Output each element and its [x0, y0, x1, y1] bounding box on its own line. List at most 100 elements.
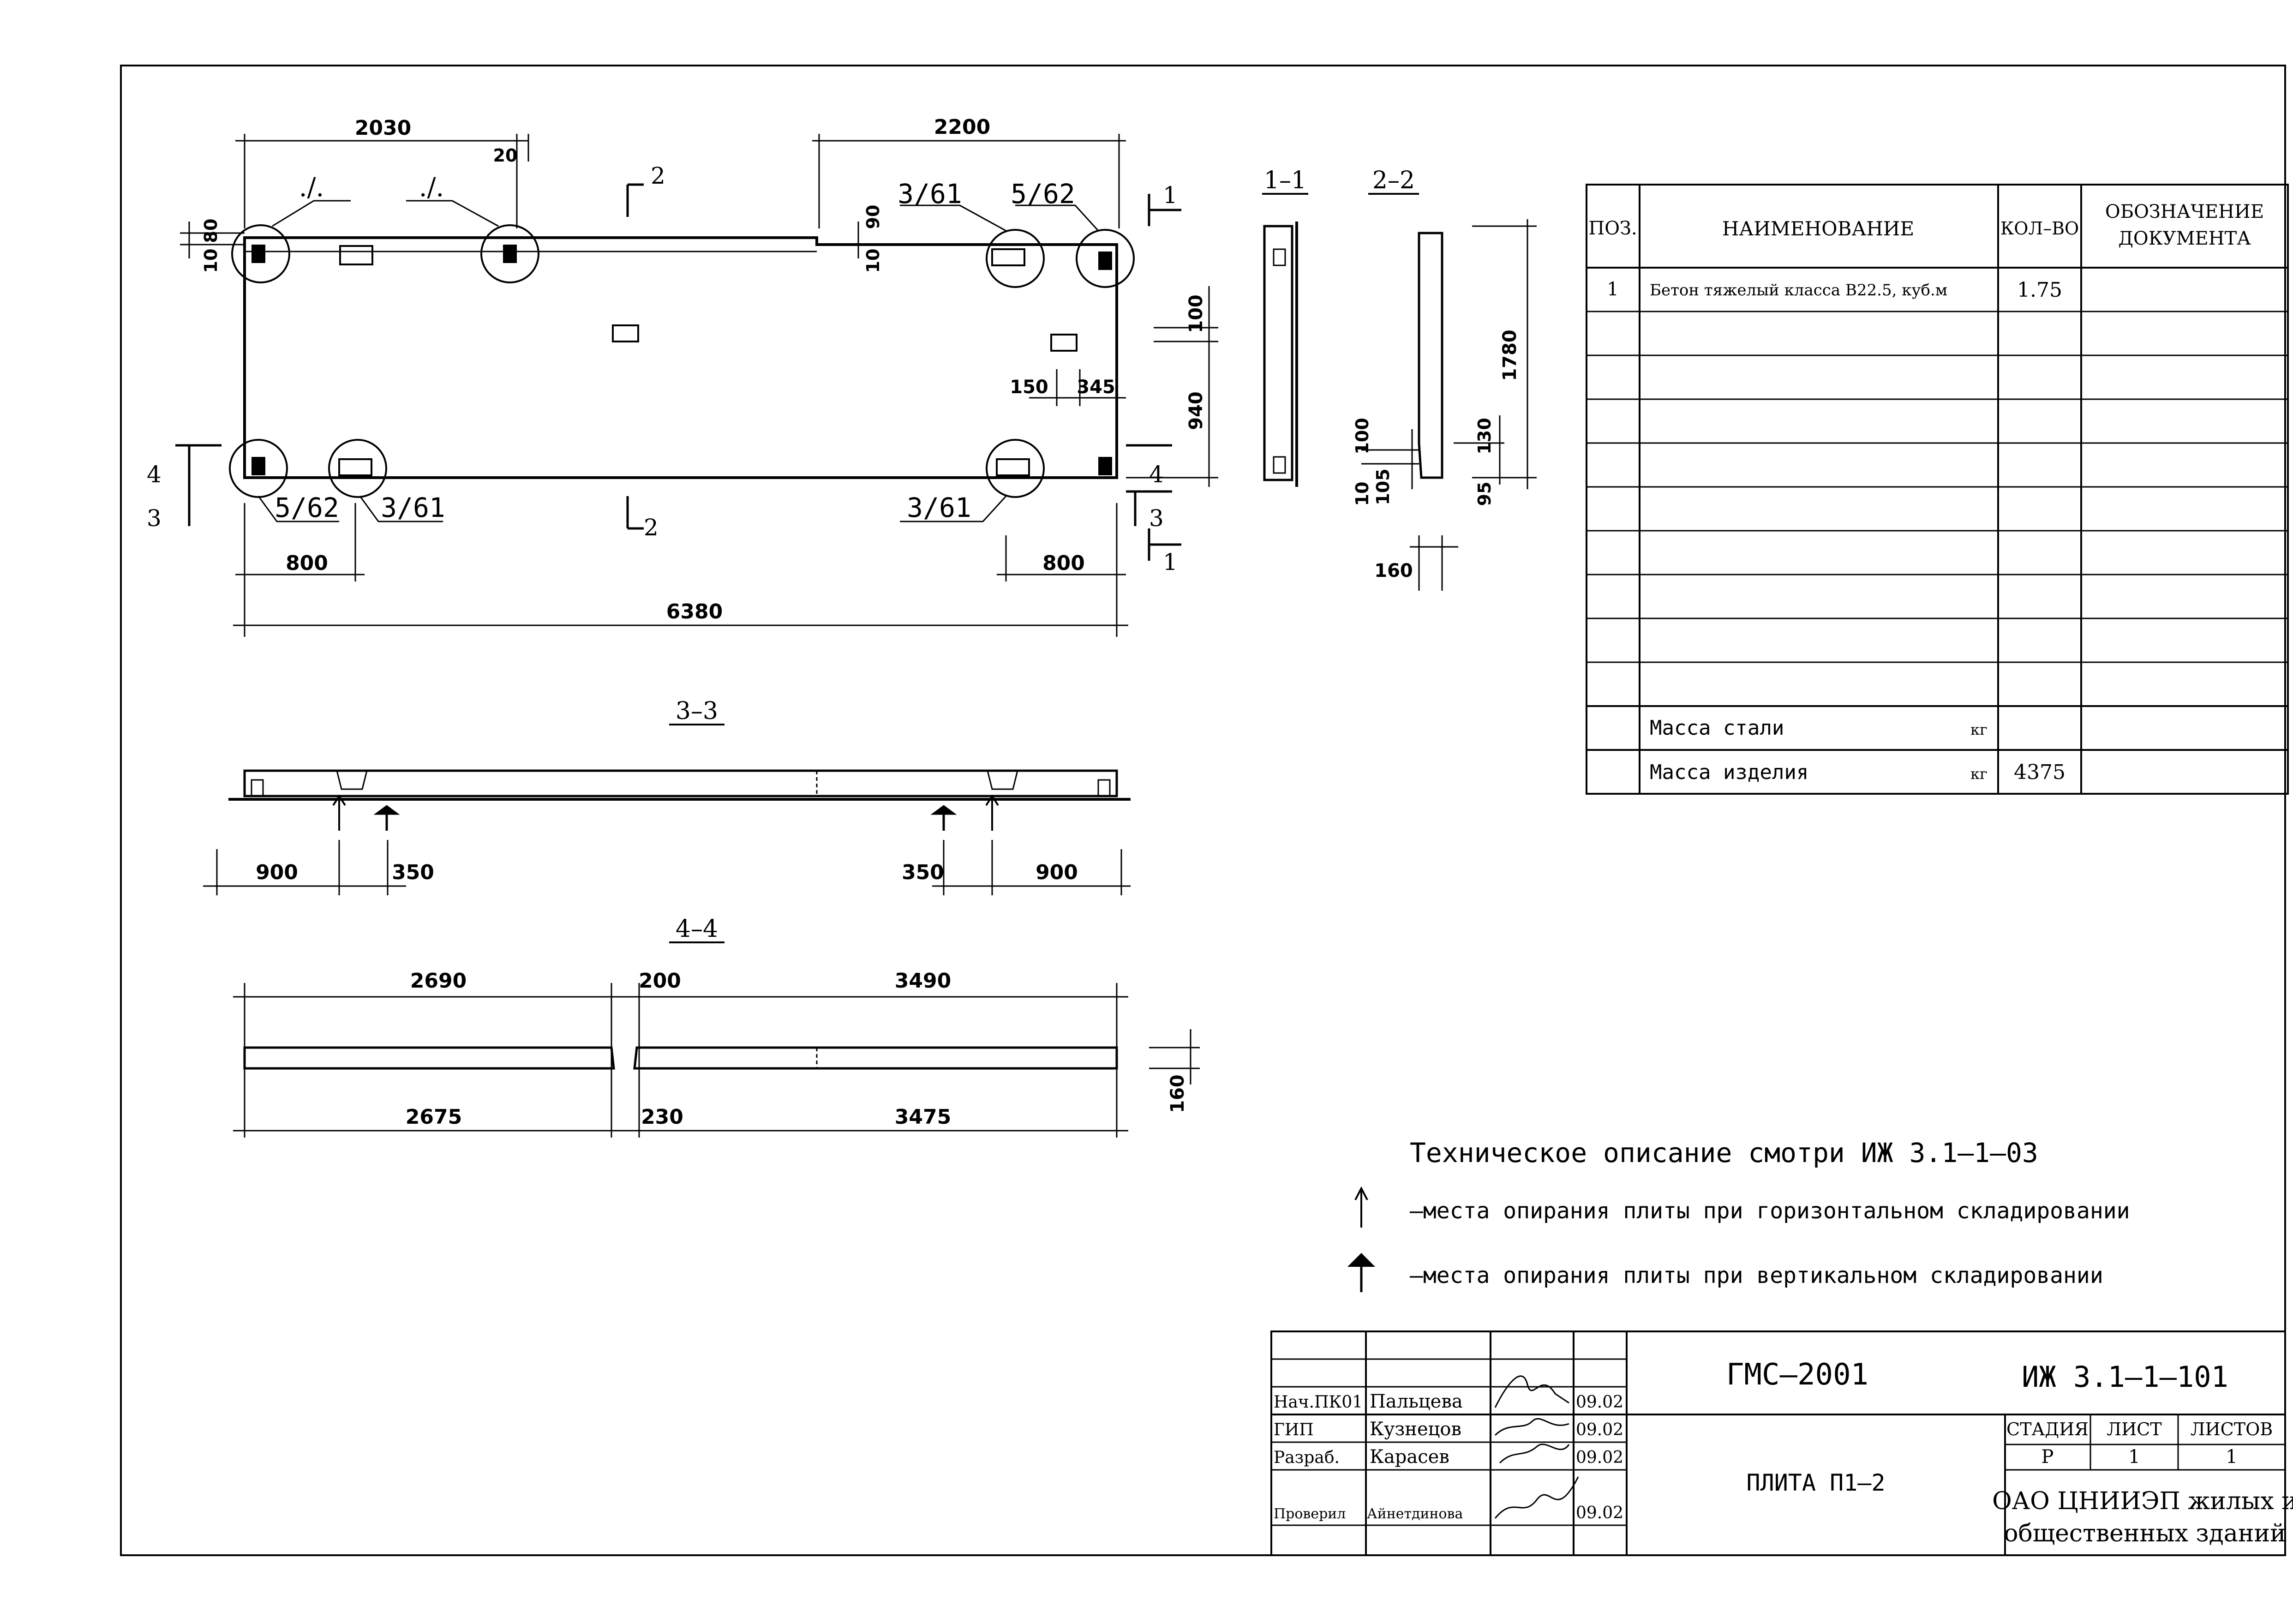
- section-2-top: 2: [651, 162, 665, 189]
- section-2-2: 2–2 1780 100 10 105 130 95 160: [1352, 167, 1537, 591]
- stamp-date-3: 09.02: [1576, 1448, 1623, 1467]
- vertical-support-arrows: [373, 805, 957, 831]
- dim-20: 20: [493, 145, 518, 166]
- stamp-name-1: Пальцева: [1370, 1391, 1463, 1412]
- section-2-2-title: 2–2: [1372, 167, 1415, 194]
- callout-tr1: 3/61: [898, 178, 962, 210]
- spec-row1-pos: 1: [1607, 279, 1618, 300]
- title-block-text: ГМС–2001 ИЖ 3.1–1–101 ПЛИТА П1–2 СТАДИЯ …: [1274, 1358, 2293, 1547]
- callout-leaders: [257, 200, 1099, 522]
- spec-table-text: ПОЗ. НАИМЕНОВАНИЕ КОЛ–ВО ОБОЗНАЧЕНИЕ ДОК…: [1588, 201, 2264, 784]
- loop-markers: [339, 245, 1078, 352]
- spec-header-doc-2: ДОКУМЕНТА: [2118, 228, 2251, 249]
- spec-header-name: НАИМЕНОВАНИЕ: [1722, 217, 1914, 240]
- dim-150: 150: [1010, 377, 1048, 398]
- legend-vertical-arrow: [1347, 1253, 1375, 1292]
- stamp-role-4: Проверил: [1274, 1506, 1346, 1522]
- dim-2675: 2675: [406, 1105, 462, 1129]
- callout-circles: [229, 224, 1135, 498]
- loop-right: [1050, 334, 1078, 352]
- stamp-role-1: Нач.ПК01: [1274, 1393, 1363, 1412]
- stamp-role-2: ГИП: [1274, 1420, 1314, 1439]
- dim-350-left: 350: [392, 861, 434, 884]
- dim-940: 940: [1185, 391, 1207, 430]
- stamp-name-4: Айнетдинова: [1367, 1506, 1463, 1522]
- stamp-project: ГМС–2001: [1726, 1358, 1868, 1392]
- stamp-date-4: 09.02: [1576, 1504, 1623, 1522]
- section-marks: [175, 183, 1181, 561]
- dim-105-s22: 105: [1373, 468, 1393, 505]
- section-3-left: 3: [147, 505, 162, 532]
- section-4-4: 4–4 2690 200 3490 2675 230 3475 160: [233, 915, 1200, 1138]
- dim-160-s44: 160: [1167, 1074, 1188, 1113]
- stamp-sheets-header: ЛИСТОВ: [2191, 1419, 2273, 1439]
- dim-2030: 2030: [355, 116, 411, 140]
- section-3-3-title: 3–3: [676, 697, 718, 725]
- note-tech: Техническое описание смотри ИЖ 3.1–1–03: [1410, 1137, 2038, 1169]
- dim-10b: 10: [863, 249, 883, 273]
- section-1-top: 1: [1163, 182, 1178, 209]
- stamp-date-1: 09.02: [1576, 1393, 1623, 1412]
- stamp-org-line1: ОАО ЦНИИЭП жилых и: [1992, 1487, 2293, 1515]
- callout-bl1: 5/62: [275, 492, 339, 523]
- dim-3475: 3475: [895, 1105, 951, 1129]
- dim-2200: 2200: [934, 115, 990, 139]
- spec-item-value: 4375: [2014, 761, 2065, 784]
- spec-header-qty: КОЛ–ВО: [2000, 218, 2079, 239]
- title-block: [1270, 1330, 2286, 1556]
- legend-horizontal-arrow: [1354, 1186, 1368, 1228]
- dim-345: 345: [1077, 377, 1115, 398]
- notes: Техническое описание смотри ИЖ 3.1–1–03 …: [1347, 1137, 2130, 1292]
- sheet-frame: [120, 65, 2286, 1556]
- spec-row1-qty: 1.75: [2017, 278, 2062, 302]
- dim-800-left: 800: [286, 551, 328, 575]
- dim-100: 100: [1185, 294, 1207, 333]
- stamp-org-line2: общественных зданий: [2004, 1520, 2286, 1547]
- embedded-parts: [251, 245, 1112, 475]
- stamp-title: ПЛИТА П1–2: [1746, 1469, 1885, 1496]
- stamp-sheet-header: ЛИСТ: [2107, 1419, 2161, 1439]
- dim-900-left: 900: [256, 861, 298, 884]
- dim-350-right: 350: [902, 861, 944, 884]
- spec-header-doc-1: ОБОЗНАЧЕНИЕ: [2105, 201, 2264, 222]
- note-horizontal: –места опирания плиты при горизонтальном…: [1410, 1198, 2130, 1224]
- section-3-3: 3–3 900 35: [203, 697, 1131, 895]
- dim-800-right: 800: [1042, 551, 1085, 575]
- callout-tl2: ./.: [419, 173, 444, 203]
- stamp-sheets: 1: [2226, 1446, 2237, 1468]
- signatures: [1494, 1375, 1579, 1519]
- section-1-1-title: 1–1: [1264, 167, 1306, 194]
- horizontal-support-arrows: [332, 794, 999, 831]
- dim-80: 80: [201, 219, 221, 243]
- dim-1780: 1780: [1499, 330, 1521, 381]
- dim-230: 230: [641, 1105, 683, 1129]
- spec-steel-unit: кг: [1970, 721, 1988, 738]
- dim-90: 90: [863, 205, 883, 229]
- section-4-4-title: 4–4: [676, 915, 718, 943]
- stamp-stage-header: СТАДИЯ: [2006, 1419, 2089, 1439]
- spec-item-unit: кг: [1970, 765, 1988, 783]
- dim-100-s22: 100: [1352, 418, 1372, 454]
- dim-10: 10: [201, 249, 221, 273]
- slab-outline: [243, 236, 1118, 479]
- callout-tr2: 5/62: [1011, 178, 1075, 210]
- plan-labels: 2030 20 2200 80 10 90 10 100 940 150 345…: [147, 115, 1207, 623]
- dim-160-s22: 160: [1374, 560, 1413, 581]
- section-2-bottom: 2: [644, 514, 659, 541]
- stamp-stage: Р: [2042, 1446, 2054, 1468]
- spec-table: [1586, 184, 2289, 795]
- stamp-role-3: Разраб.: [1274, 1448, 1340, 1467]
- section-4-left: 4: [147, 461, 162, 488]
- section-3-right: 3: [1149, 505, 1164, 532]
- callout-bl2: 3/61: [381, 492, 445, 523]
- plan-view: [175, 134, 1218, 637]
- dim-200: 200: [639, 969, 681, 993]
- stamp-name-3: Карасев: [1370, 1446, 1449, 1468]
- stamp-name-2: Кузнецов: [1370, 1419, 1461, 1440]
- dim-10-s22: 10: [1352, 482, 1372, 506]
- stamp-date-2: 09.02: [1576, 1420, 1623, 1439]
- dim-900-right: 900: [1036, 861, 1078, 884]
- dim-3490: 3490: [895, 969, 951, 993]
- plan-dims: [180, 134, 1218, 637]
- spec-header-pos: ПОЗ.: [1588, 218, 1637, 239]
